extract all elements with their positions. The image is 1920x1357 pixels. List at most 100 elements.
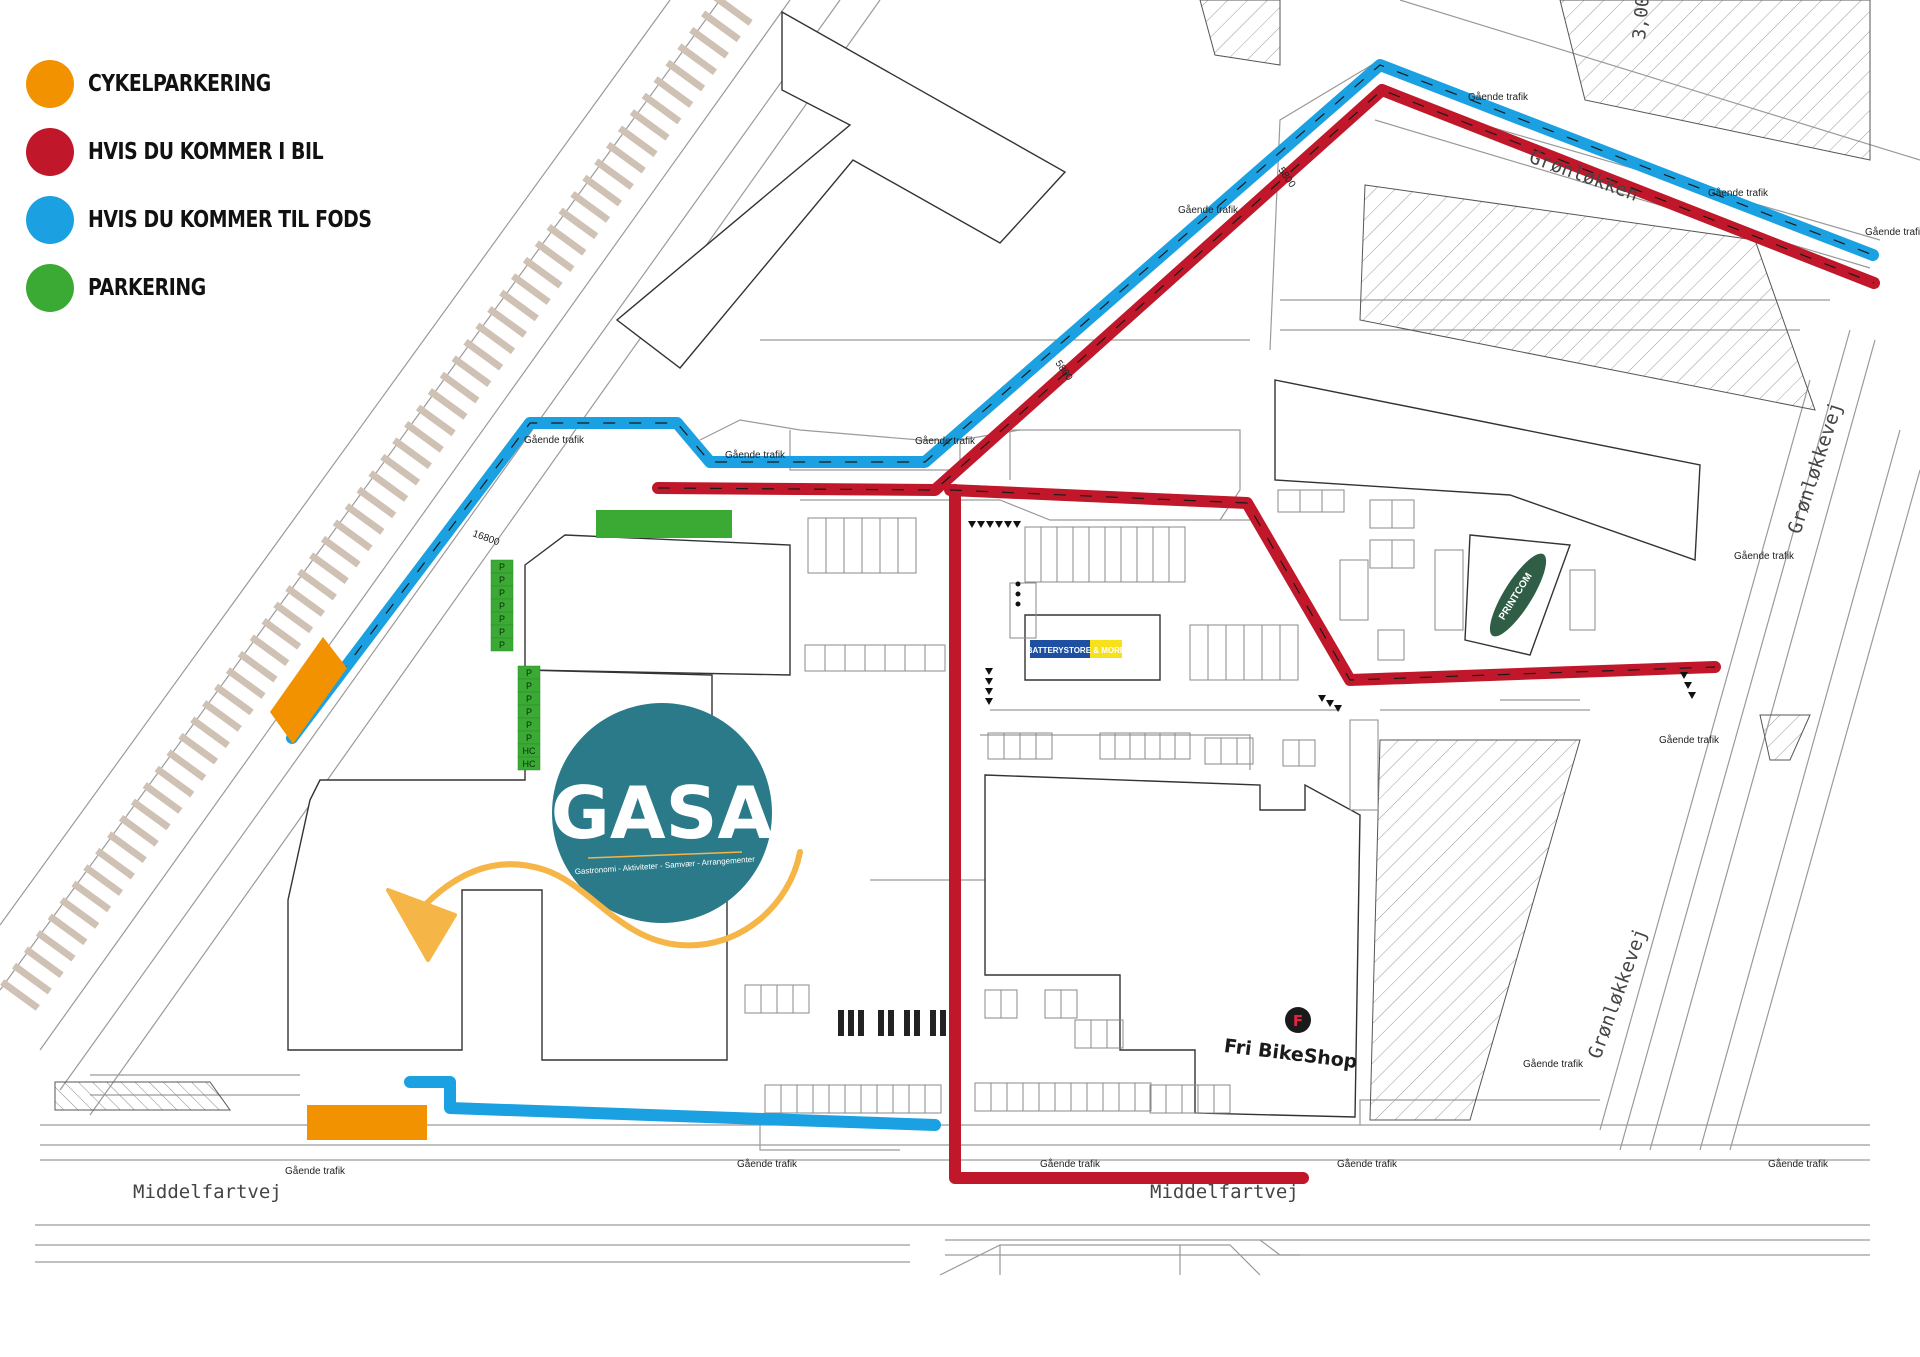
legend-label: PARKERING xyxy=(88,275,206,301)
parking-bay xyxy=(844,644,866,672)
rail-sleeper xyxy=(190,716,230,749)
lane-marker xyxy=(1680,672,1688,679)
parking-bay xyxy=(908,1084,926,1114)
rail-sleeper xyxy=(487,306,527,338)
parking-space-label: P xyxy=(499,588,505,598)
parking-bay xyxy=(1074,1019,1092,1049)
parking-bay xyxy=(1282,739,1300,767)
rail-sleeper xyxy=(617,125,658,158)
parking-bay xyxy=(1168,526,1186,583)
street-middelfartvej-west: Middelfartvej xyxy=(133,1181,282,1203)
pedestrian-traffic-label: Gående trafik xyxy=(737,1158,798,1170)
rail-sleeper xyxy=(701,10,741,43)
parking-bay xyxy=(1120,526,1138,583)
bike-parking xyxy=(270,637,427,1140)
rail-sleeper xyxy=(439,371,480,404)
rail-sleeper xyxy=(202,700,242,732)
bike-parking-south xyxy=(307,1105,427,1140)
parking-bay xyxy=(1174,732,1191,760)
lane-marker xyxy=(1684,682,1692,689)
rail-sleeper xyxy=(570,191,611,223)
parking-space-label: P xyxy=(526,694,532,704)
parking-bay xyxy=(1225,624,1245,681)
parking-bay xyxy=(1149,1084,1167,1114)
parking-bay xyxy=(1060,989,1078,1019)
parking-bay xyxy=(1003,732,1021,760)
rail-sleeper xyxy=(23,946,64,978)
parking-bay xyxy=(884,644,906,672)
pedestrian-traffic-label: Gående trafik xyxy=(1468,91,1529,103)
street-gronlokkevej-north: Grønløkkevej xyxy=(1784,399,1847,536)
rail-sleeper xyxy=(154,765,195,798)
parking-bay xyxy=(812,1084,830,1114)
lane-marker xyxy=(1688,692,1696,699)
legend-item-car: HVIS DU KOMMER I BIL xyxy=(26,118,434,186)
parking-space-label: P xyxy=(526,668,532,678)
parking-bay xyxy=(987,732,1005,760)
lane-marker xyxy=(995,521,1003,528)
lane-marker xyxy=(985,678,993,685)
parking-bay xyxy=(1038,1082,1056,1112)
parking-bay xyxy=(1054,1082,1072,1112)
parking-bay xyxy=(1035,732,1053,760)
parking-bay xyxy=(1072,526,1090,583)
parking-bay xyxy=(1298,739,1316,767)
rail-sleeper xyxy=(546,223,587,256)
rail-sleeper xyxy=(142,782,183,814)
foot-route-south xyxy=(404,1076,941,1131)
parking-space-label: P xyxy=(499,575,505,585)
parking-bay xyxy=(1369,499,1393,529)
rail-sleeper xyxy=(59,897,100,929)
zebra-crossing xyxy=(838,1010,946,1036)
rail-sleeper xyxy=(344,503,385,535)
parking-bay xyxy=(1009,582,1037,639)
parking-bays xyxy=(744,489,1596,1114)
parking-space-label: HC xyxy=(523,746,536,756)
parking-bay xyxy=(780,1084,798,1114)
rail-sleeper xyxy=(653,76,694,108)
parking-bay xyxy=(1377,629,1405,661)
parking-bay xyxy=(744,984,762,1014)
street-number-corner: 3,00 xyxy=(1629,0,1654,40)
lane-marker xyxy=(1318,695,1326,702)
parking-bay xyxy=(1207,624,1227,681)
rail-sleeper xyxy=(71,880,112,913)
parking-bay xyxy=(879,517,899,574)
parking-space-label: P xyxy=(499,614,505,624)
rail-sleeper xyxy=(308,552,349,584)
parking-space xyxy=(490,637,514,652)
rail-sleeper xyxy=(83,864,124,896)
pedestrian-traffic-label: Gående trafik xyxy=(524,434,585,446)
gasa-logo: GASA Gastronomi - Aktiviteter - Samvær -… xyxy=(551,703,773,923)
street-middelfartvej-east: Middelfartvej xyxy=(1150,1181,1299,1203)
parking-bay xyxy=(1129,732,1146,760)
rail-sleeper xyxy=(582,174,623,207)
parking-bay xyxy=(792,984,810,1014)
parking-bay xyxy=(924,1084,942,1114)
rail-sleeper xyxy=(677,43,718,76)
parking-bay xyxy=(1339,559,1369,621)
rail-sleeper xyxy=(451,355,492,387)
building-north xyxy=(615,10,1067,369)
car-route-swatch xyxy=(26,128,74,176)
parking-bay xyxy=(924,644,946,672)
legend-item-parking: PARKERING xyxy=(26,254,434,322)
lane-marker xyxy=(986,521,994,528)
parking-area-north xyxy=(596,510,732,538)
parking-bay xyxy=(1369,539,1393,569)
map-legend: CYKELPARKERING HVIS DU KOMMER I BIL HVIS… xyxy=(26,50,434,322)
parking-bay xyxy=(1569,569,1596,631)
parking-bay xyxy=(1391,499,1415,529)
rail-sleeper xyxy=(95,847,135,880)
rail-sleeper xyxy=(0,979,40,1011)
rail-sleeper xyxy=(166,749,207,781)
parking-bay xyxy=(1243,624,1263,681)
car-route-south xyxy=(949,484,1309,1184)
railway xyxy=(0,0,753,1011)
parking-bay xyxy=(1261,624,1281,681)
parking-space-label: P xyxy=(499,601,505,611)
parking-space-label: P xyxy=(499,640,505,650)
parking-bay xyxy=(1349,719,1379,811)
rail-sleeper xyxy=(415,404,456,437)
